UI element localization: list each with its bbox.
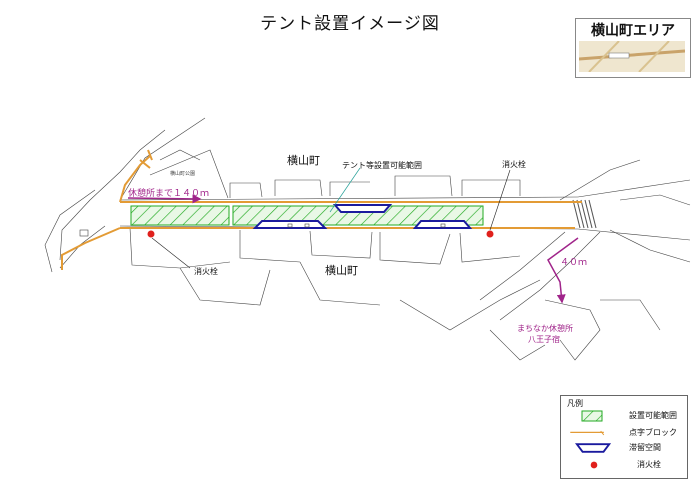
legend-item-hydrant: 消火栓 <box>565 458 685 472</box>
tent-area-left <box>130 205 230 226</box>
area-label: 横山町エリア <box>591 23 675 39</box>
fire-hydrant-left <box>147 230 155 238</box>
map-title: テント設置イメージ図 <box>260 14 440 34</box>
town-label-north: 横山町 <box>287 154 320 167</box>
legend-item-tactile: 点字ブロック <box>565 426 685 440</box>
fire-hydrant-right <box>486 230 494 238</box>
hydrant-leader-right <box>489 169 511 231</box>
legend-label-tactile: 点字ブロック <box>629 428 677 437</box>
area-thumbnail <box>579 41 685 72</box>
hydrant-leader-bottom <box>151 237 191 269</box>
staying-spaces <box>252 204 473 229</box>
hatched-area-swatch-icon <box>581 410 603 422</box>
tent-area-leader <box>329 167 361 213</box>
distance-40-label: ４０ｍ <box>560 258 588 268</box>
legend-item-staying: 滞留空間 <box>565 441 685 455</box>
tactile-paving-line-icon <box>570 430 605 436</box>
fire-hydrant-dot-icon <box>590 461 598 469</box>
legend-label-tent-area: 設置可能範囲 <box>629 411 677 420</box>
area-inset: 横山町エリア <box>575 18 691 78</box>
rest-place-subname: 八王子宿 <box>528 335 560 344</box>
rest-place-name: まちなか休憩所 <box>517 324 573 333</box>
tent-area-label: テント等設置可能範囲 <box>342 161 422 170</box>
crosswalk <box>572 199 597 229</box>
hydrant-label-bottom: 消火栓 <box>194 267 218 276</box>
base-map-lines <box>44 117 691 361</box>
legend-item-tent-area: 設置可能範囲 <box>565 409 685 423</box>
rest-distance-label: 休憩所まで１４０ｍ <box>128 189 210 199</box>
hydrant-label-right: 消火栓 <box>502 160 526 169</box>
park-label: 横山町公園 <box>170 171 196 177</box>
town-label-south: 横山町 <box>325 264 358 277</box>
street-furniture <box>79 223 446 237</box>
legend-label-hydrant: 消火栓 <box>637 460 661 469</box>
route-arrows <box>127 194 579 304</box>
legend-title: 凡例 <box>567 399 583 408</box>
legend-label-staying: 滞留空間 <box>629 443 661 452</box>
legend: 凡例 設置可能範囲 点字ブロック 滞留空間 消火栓 <box>560 395 688 479</box>
staying-space-shape-icon <box>575 443 612 453</box>
